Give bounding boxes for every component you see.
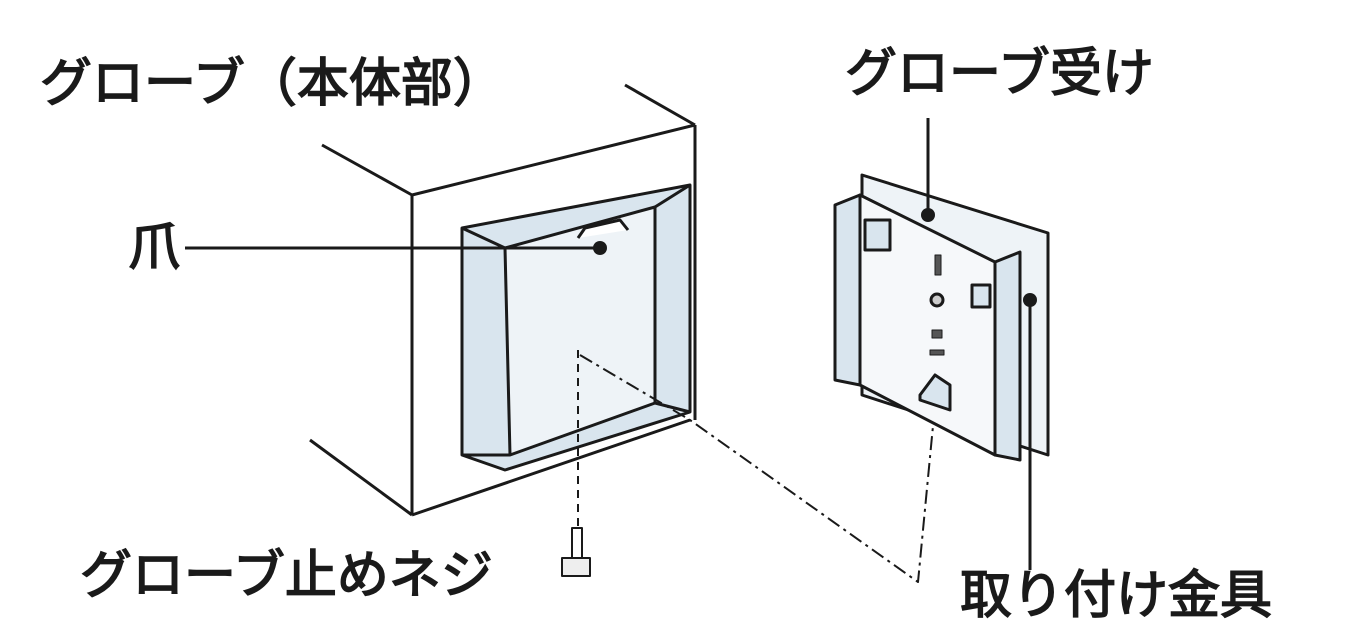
claw-part bbox=[576, 218, 630, 239]
label-glove-screw: グローブ止めネジ bbox=[80, 546, 493, 606]
alignment-line bbox=[579, 354, 936, 583]
label-glove-receiver: グローブ受け bbox=[845, 44, 1154, 104]
label-glove-body: グローブ（本体部） bbox=[40, 54, 505, 114]
glove-frame bbox=[460, 183, 692, 472]
label-mounting-bracket: 取り付け金具 bbox=[960, 566, 1273, 626]
label-claw: 爪 bbox=[128, 218, 181, 278]
glove-receiver-plate bbox=[833, 173, 1050, 462]
glove-screw bbox=[561, 350, 591, 577]
